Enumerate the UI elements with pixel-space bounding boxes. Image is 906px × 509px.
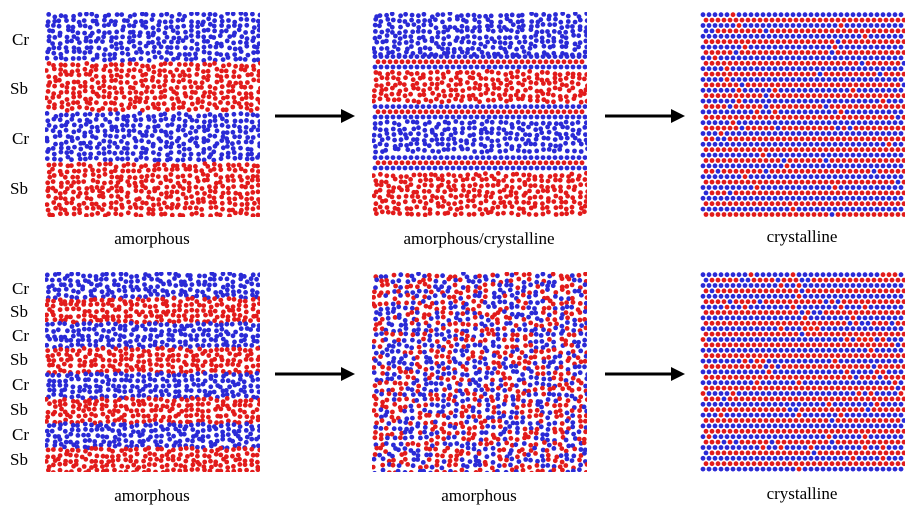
caption: crystalline bbox=[766, 227, 838, 246]
panel-crystalline-mixed bbox=[700, 272, 905, 472]
caption: amorphous bbox=[441, 486, 517, 505]
caption: amorphous/crystalline bbox=[403, 229, 555, 248]
layer-label: Cr bbox=[12, 30, 29, 49]
caption: crystalline bbox=[766, 484, 838, 503]
arrow-right-icon bbox=[275, 109, 355, 123]
panel-crystalline bbox=[700, 12, 905, 217]
arrow-right-icon bbox=[605, 109, 685, 123]
layer-label: Sb bbox=[10, 179, 28, 198]
layer-label: Sb bbox=[10, 79, 28, 98]
panel-amorphous-mixed bbox=[372, 272, 587, 472]
layer-label: Cr bbox=[12, 129, 29, 148]
panel-amorphous-multilayer bbox=[45, 272, 260, 472]
caption: amorphous bbox=[114, 229, 190, 248]
caption: amorphous bbox=[114, 486, 190, 505]
arrow-right-icon bbox=[605, 367, 685, 381]
layer-label: Sb bbox=[10, 450, 28, 469]
layer-label: Cr bbox=[12, 279, 29, 298]
layer-label: Cr bbox=[12, 326, 29, 345]
panel-amorphous-crystalline bbox=[372, 12, 587, 217]
layer-label: Sb bbox=[10, 302, 28, 321]
layer-label: Sb bbox=[10, 400, 28, 419]
layer-label: Sb bbox=[10, 350, 28, 369]
arrow-right-icon bbox=[275, 367, 355, 381]
layer-label: Cr bbox=[12, 375, 29, 394]
panel-amorphous-layered bbox=[45, 12, 260, 217]
layer-label: Cr bbox=[12, 425, 29, 444]
